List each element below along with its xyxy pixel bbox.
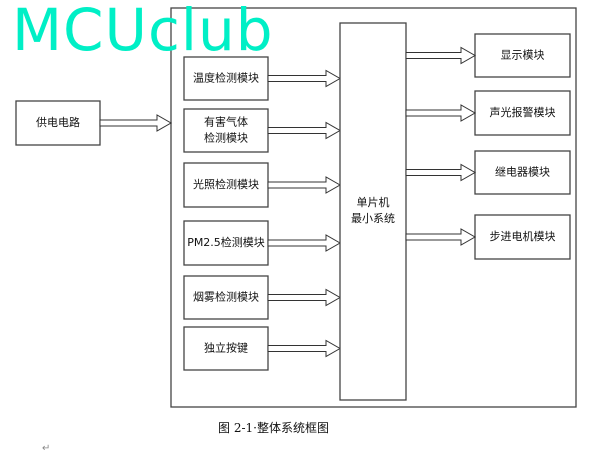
harmful-gas-module-label: 有害气体 [204,115,248,129]
relay-module-arrow [405,163,477,182]
stepper-module [474,214,571,260]
pm25-module [183,220,269,266]
relay-module-label: 继电器模块 [495,166,550,179]
mcu-block [339,22,407,401]
pm25-module-arrow [267,234,342,252]
key-module [183,326,269,371]
paragraph-mark: ↵ [42,443,51,454]
display-module-arrow [405,46,477,65]
temperature-module-arrow [267,69,342,88]
light-module [183,162,269,208]
temperature-module [183,56,269,101]
key-module-arrow [267,339,342,358]
mcu-label: 单片机 [357,195,390,209]
temperature-module-label: 温度检测模块 [193,71,259,85]
power-supply-block [15,100,101,146]
harmful-gas-module [183,108,269,153]
stepper-module-label: 步进电机模块 [490,229,556,243]
display-module [474,33,571,78]
display-module-label: 显示模块 [501,49,545,62]
figure-caption: 图 2-1·整体系统框图 [218,421,329,435]
key-module-label: 独立按键 [204,341,248,355]
pm25-module-label: PM2.5检测模块 [187,235,265,249]
stepper-module-arrow [405,228,477,246]
relay-module [474,150,571,195]
light-module-label: 光照检测模块 [193,177,259,191]
mcu-label: 最小系统 [351,212,395,225]
power-supply-block-label: 供电电路 [36,115,80,129]
power-arrow [99,114,173,132]
harmful-gas-module-arrow [267,121,342,140]
alarm-module-label: 声光报警模块 [490,105,556,119]
harmful-gas-module-label: 检测模块 [204,131,248,145]
watermark-logo: MCUclub [12,0,274,64]
alarm-module-arrow [405,104,477,122]
smoke-module-arrow [267,288,342,307]
light-module-arrow [267,176,342,194]
smoke-module-label: 烟雾检测模块 [193,290,259,304]
alarm-module [474,90,571,136]
